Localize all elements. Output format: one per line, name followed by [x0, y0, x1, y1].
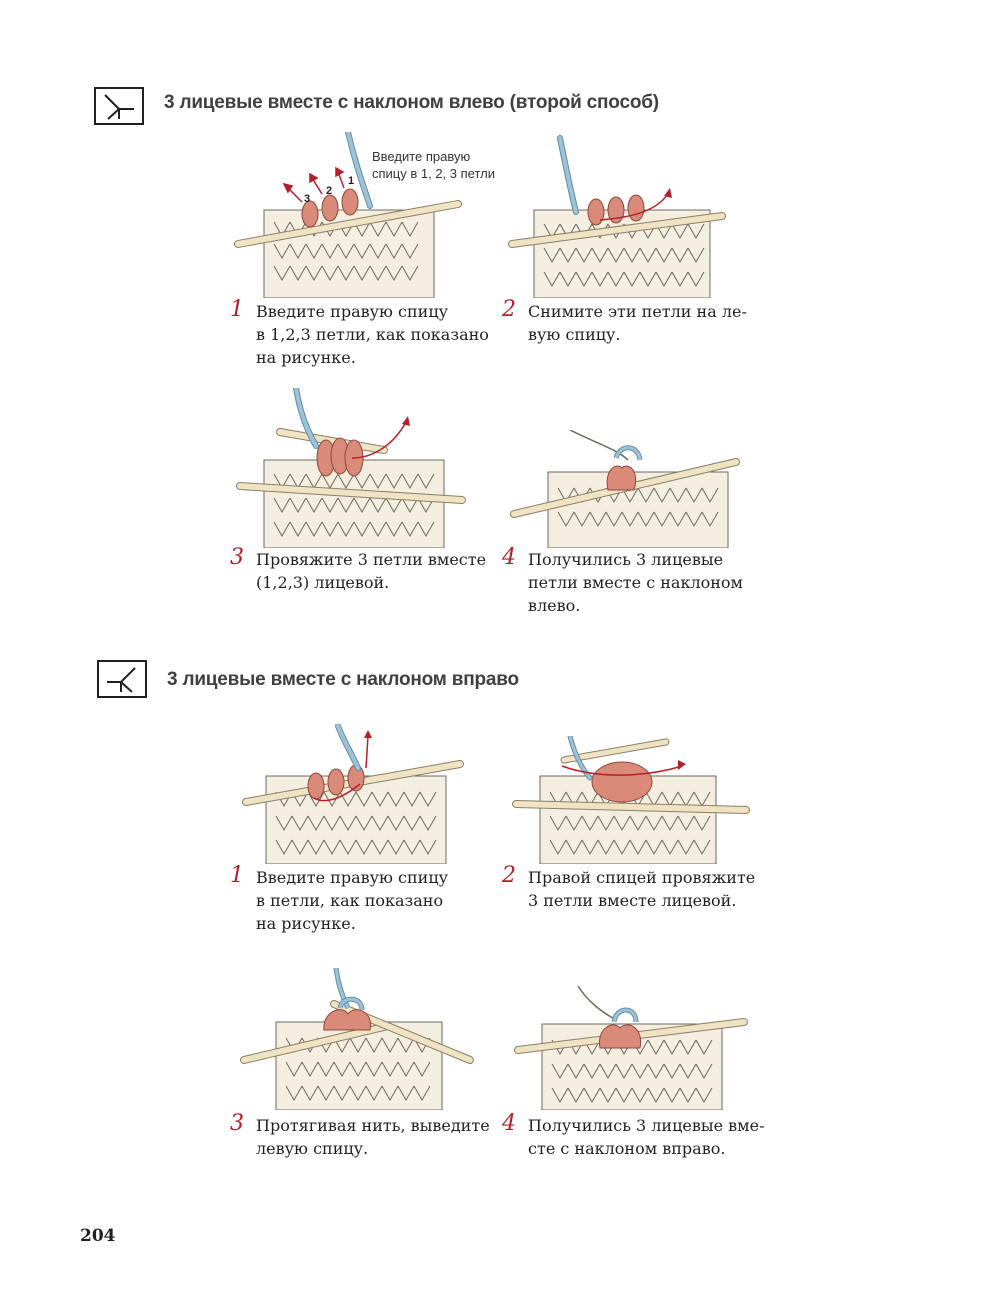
illustration-left-step-3 — [236, 388, 466, 548]
step-number: 2 — [502, 863, 516, 888]
step-number: 4 — [502, 545, 516, 570]
illustration-right-step-4 — [514, 985, 748, 1110]
step-text: Получились 3 лицевые вме- сте с наклоном… — [528, 1116, 765, 1158]
annotation-insert-needle: Введите правую спицу в 1, 2, 3 петли — [372, 149, 495, 181]
step-number: 1 — [230, 297, 244, 322]
illustration-left-step-1: 3 2 1 — [234, 132, 462, 298]
loop-number-2: 2 — [326, 185, 332, 197]
illustration-right-step-2 — [512, 736, 750, 864]
step-text: Протягивая нить, выведите левую спицу. — [256, 1116, 490, 1158]
step-number: 3 — [230, 545, 244, 570]
step-text: Правой спицей провяжите 3 петли вместе л… — [528, 868, 756, 910]
illustration-right-step-1 — [242, 724, 464, 864]
step-number: 3 — [230, 1111, 244, 1136]
step-number: 1 — [230, 863, 244, 888]
step-text: Провяжите 3 петли вместе (1,2,3) лицевой… — [256, 550, 487, 592]
step-text: Получились 3 лицевые петли вместе с накл… — [528, 550, 743, 615]
step-text: Снимите эти петли на ле- вую спицу. — [528, 302, 747, 344]
illustration-left-step-4 — [510, 430, 740, 548]
section-title-left: 3 лицевые вместе с наклоном влево (второ… — [164, 92, 659, 113]
step-text: Введите правую спицу в петли, как показа… — [256, 868, 449, 933]
loop-number-3: 3 — [304, 193, 310, 205]
loop-number-1: 1 — [348, 175, 354, 187]
illustration-right-step-3 — [240, 968, 474, 1110]
step-number: 2 — [502, 297, 516, 322]
k3tog-right-symbol-icon — [97, 660, 147, 698]
page-number: 204 — [80, 1226, 116, 1246]
illustration-left-step-2 — [508, 135, 726, 298]
step-number: 4 — [502, 1111, 516, 1136]
section-title-right: 3 лицевые вместе с наклоном вправо — [167, 669, 519, 690]
k3tog-left-symbol-icon — [94, 87, 144, 125]
step-text: Введите правую спицу в 1,2,3 петли, как … — [256, 302, 489, 367]
